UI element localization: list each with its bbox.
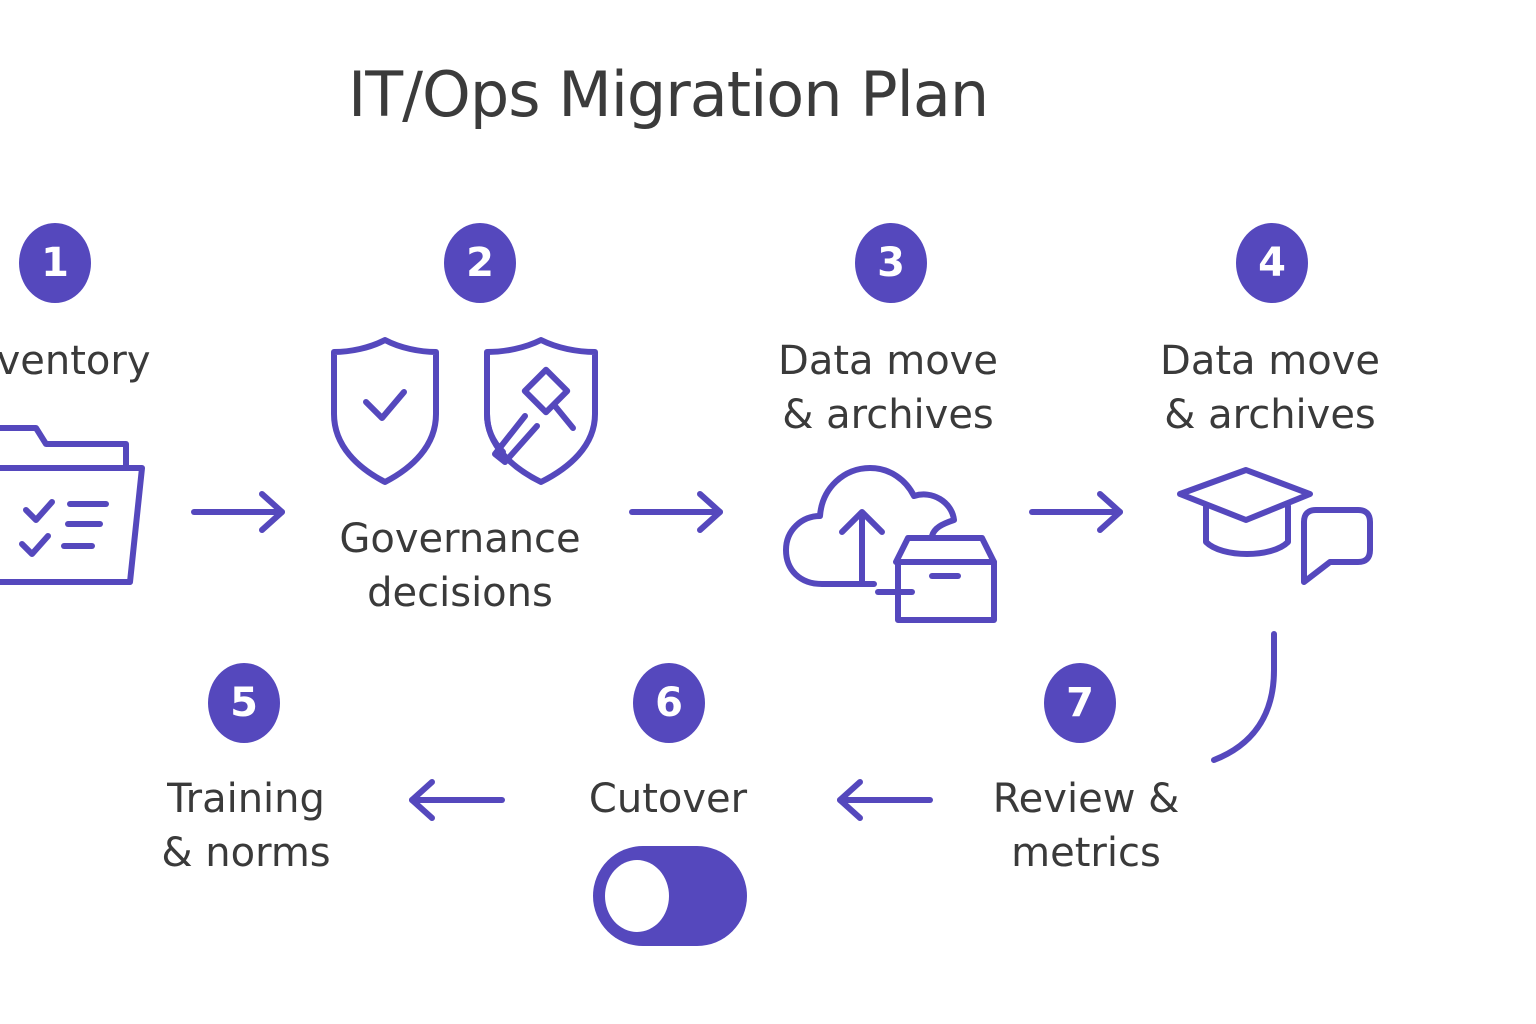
curve-connector — [1208, 630, 1282, 766]
step-7-label: Review & metrics — [992, 776, 1180, 876]
arrow-right-1 — [191, 490, 288, 534]
arrow-right-3 — [1029, 490, 1126, 534]
step-4-label: Data move & archives — [1160, 338, 1380, 438]
page-title: IT/Ops Migration Plan — [348, 58, 989, 131]
arrow-right-2 — [629, 490, 726, 534]
step-6-badge: 6 — [633, 663, 705, 743]
step-5-label: Training & norms — [161, 776, 331, 876]
step-3-label: Data move & archives — [778, 338, 998, 438]
graduation-chat-icon — [1176, 466, 1376, 586]
step-1-badge: 1 — [19, 223, 91, 303]
step-7-badge: 7 — [1044, 663, 1116, 743]
toggle-switch-icon — [593, 846, 747, 946]
shield-gavel-icon — [483, 336, 599, 486]
step-4-badge: 4 — [1236, 223, 1308, 303]
cloud-archive-icon — [782, 464, 1002, 626]
shield-check-icon — [330, 336, 440, 486]
step-2-label: Governance decisions — [339, 516, 581, 616]
step-2-badge: 2 — [444, 223, 516, 303]
arrow-left-2 — [834, 778, 934, 822]
step-6-label: Cutover — [588, 776, 748, 822]
step-5-badge: 5 — [208, 663, 280, 743]
step-1-label: Inventory — [0, 338, 151, 384]
step-3-badge: 3 — [855, 223, 927, 303]
folder-checklist-icon — [0, 420, 150, 590]
arrow-left-1 — [406, 778, 506, 822]
